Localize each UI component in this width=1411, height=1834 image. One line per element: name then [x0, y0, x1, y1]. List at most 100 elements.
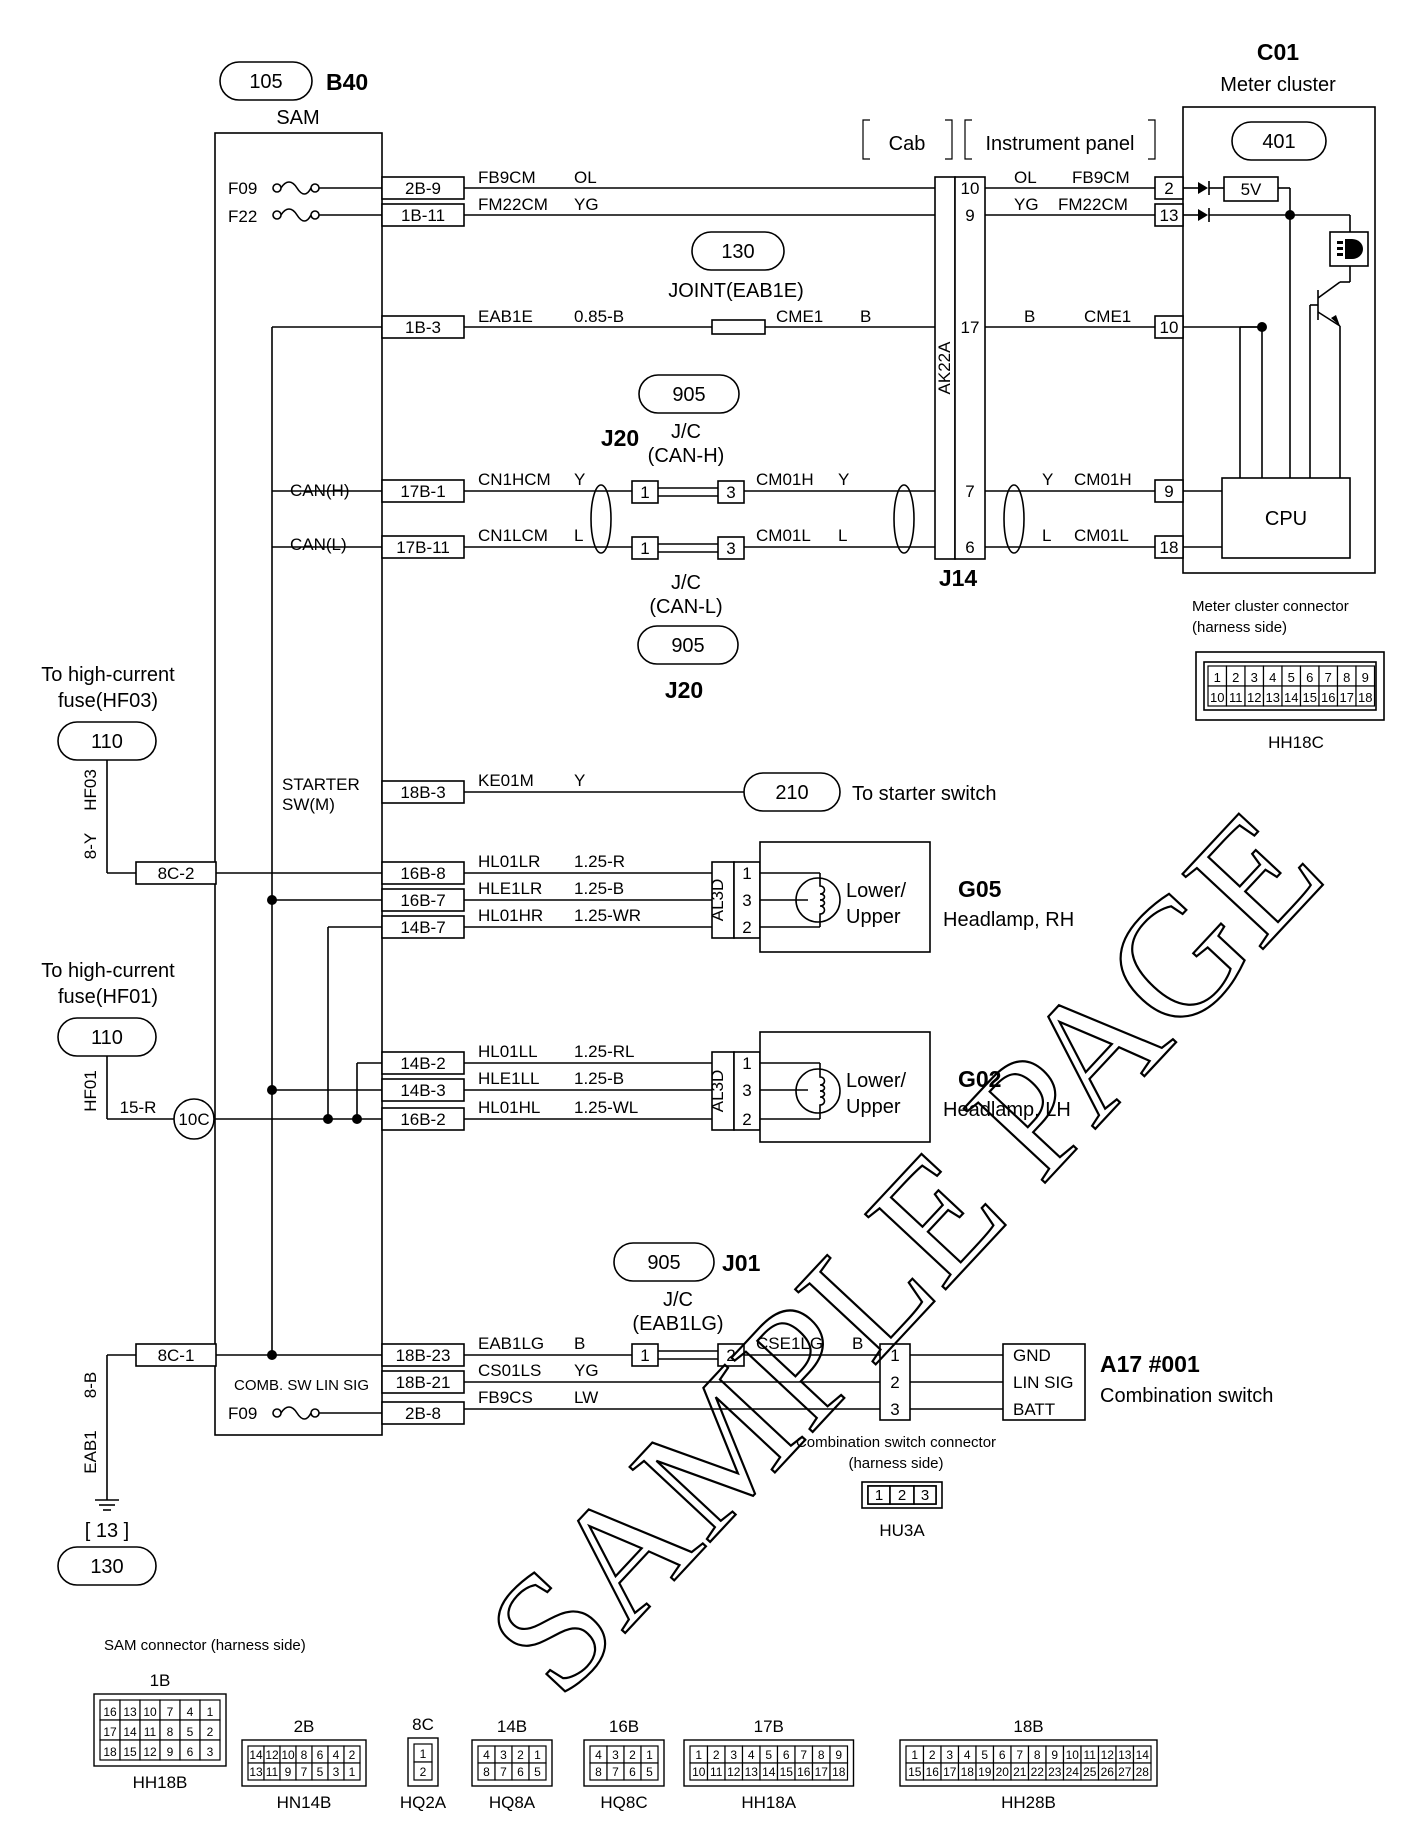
jc-h-label: J/C [671, 421, 701, 443]
connector-pin-number: 4 [187, 1705, 194, 1719]
sam-connector-id: HN14B [277, 1793, 332, 1812]
wire-label: CN1HCM [478, 470, 551, 489]
connector-pin-number: 21 [1013, 1765, 1027, 1779]
connector-pin-number: 4 [595, 1748, 602, 1762]
ground-wire: EAB1 [81, 1430, 100, 1473]
connector-pin-number: 12 [727, 1765, 741, 1779]
connector-pin-number: 6 [999, 1748, 1006, 1762]
connector-pin-number: 17 [815, 1765, 829, 1779]
connector-pin-number: 6 [187, 1745, 194, 1759]
wire-label: CM01H [1074, 470, 1132, 489]
connector-pin-number: 10 [281, 1748, 295, 1762]
connector-pin-number: 6 [783, 1748, 790, 1762]
wire-label: 1.25-B [574, 1069, 624, 1088]
connector-pin-number: 18 [961, 1765, 975, 1779]
connector-pin-number: 8 [301, 1748, 308, 1762]
hf03-wire: HF03 [81, 769, 100, 811]
a17-signal: LIN SIG [1013, 1373, 1073, 1392]
connector-pin-number: 26 [1101, 1765, 1115, 1779]
meter-connector-title: Meter cluster connector [1192, 598, 1349, 615]
hf03-pin-box [135, 861, 217, 885]
meter-id: C01 [1257, 39, 1299, 65]
meter-pin: 13 [1160, 206, 1179, 225]
j14-pin: 9 [965, 206, 974, 225]
meter-pin-boxes [1154, 176, 1184, 559]
g05-name: Headlamp, RH [943, 909, 1074, 931]
connector-pin-number: 3 [207, 1745, 214, 1759]
connector-pin-number: 13 [1266, 690, 1280, 705]
fuse-f09-comb-label: F09 [228, 1404, 257, 1423]
regulator-box [1223, 176, 1279, 202]
sam-box [214, 132, 383, 1436]
connector-pin-number: 8 [818, 1748, 825, 1762]
connector-pin-number: 15 [123, 1745, 137, 1759]
connector-pin-number: 3 [333, 1765, 340, 1779]
sam-pin: 17B-1 [400, 482, 445, 501]
jc-l-code: 905 [671, 635, 704, 657]
wire-label: EAB1LG [478, 1334, 544, 1353]
wire-label: LW [574, 1388, 598, 1407]
wire-label: FB9CS [478, 1388, 533, 1407]
ground-size: 8-B [81, 1372, 100, 1398]
a17-pin-bar [879, 1343, 911, 1421]
connector-pin-number: 27 [1118, 1765, 1132, 1779]
connector-pin-number: 7 [1325, 670, 1332, 685]
wire-label: 1.25-WL [574, 1098, 638, 1117]
g05-lamp2: Upper [846, 906, 901, 928]
jc-j01-connector [631, 1343, 745, 1367]
sam-connector-id: HQ8C [600, 1793, 647, 1812]
connector-pin-number: 5 [981, 1748, 988, 1762]
hf03-code: 110 [91, 731, 123, 753]
sam-connector-label: 2B [294, 1717, 315, 1736]
jc-j01-id: J01 [722, 1250, 761, 1276]
connector-pin-number: 4 [748, 1748, 755, 1762]
connector-pin-number: 17 [1340, 690, 1354, 705]
wire-label: 1.25-RL [574, 1042, 634, 1061]
joint-code: 130 [721, 241, 754, 263]
wire-label: HLE1LL [478, 1069, 539, 1088]
connector-pin-number: 13 [1118, 1748, 1132, 1762]
meter-connector-subtitle: (harness side) [1192, 619, 1287, 636]
wire-label: 0.85-B [574, 307, 624, 326]
connector-pin-number: 4 [333, 1748, 340, 1762]
sam-starter-sw-label: SW(M) [282, 795, 335, 814]
sam-connector-label: 1B [150, 1671, 171, 1690]
connector-pin-number: 20 [996, 1765, 1010, 1779]
connector-pin-number: 6 [1306, 670, 1313, 685]
wire-label: EAB1E [478, 307, 533, 326]
connector-pin-number: 3 [1251, 670, 1258, 685]
a17-pin: 1 [890, 1346, 899, 1365]
instrument-panel-label-box [964, 119, 1156, 160]
ground-pin: 8C-1 [158, 1346, 195, 1365]
connector-pin-number: 19 [978, 1765, 992, 1779]
connector-pin-number: 6 [517, 1765, 524, 1779]
connector-pin-number: 11 [1229, 690, 1243, 705]
sam-pin: 1B-3 [405, 318, 441, 337]
g05-pin: 3 [742, 891, 751, 910]
joint-symbol [711, 319, 766, 335]
comb-connector-title: Combination switch connector [796, 1434, 996, 1451]
sam-id: B40 [326, 69, 368, 95]
hf01-fuse-label: fuse(HF01) [58, 986, 158, 1008]
twisted-pair-icon [893, 484, 915, 554]
meter-pin: 10 [1160, 318, 1179, 337]
sam-pin: 2B-9 [405, 179, 441, 198]
meter-name: Meter cluster [1220, 74, 1336, 96]
ground-code-pill [57, 1546, 157, 1586]
j14-id: J14 [939, 565, 978, 591]
g05-id: G05 [958, 876, 1002, 902]
j14-pin: 6 [965, 538, 974, 557]
wire-label: HL01LR [478, 852, 540, 871]
connector-pin-number: 23 [1048, 1765, 1062, 1779]
wire-label: CN1LCM [478, 526, 548, 545]
connector-pin-number: 2 [929, 1748, 936, 1762]
sam-pin: 18B-21 [396, 1373, 451, 1392]
sam-connector-label: 16B [609, 1717, 639, 1736]
hf03-to-label: To high-current [41, 664, 175, 686]
connector-pin-number: 1 [349, 1765, 356, 1779]
wire-label: B [1024, 307, 1035, 326]
jc-h-sub: (CAN-H) [648, 445, 725, 467]
connector-pin-number: 8 [1343, 670, 1350, 685]
wire-label: FB9CM [478, 168, 536, 187]
